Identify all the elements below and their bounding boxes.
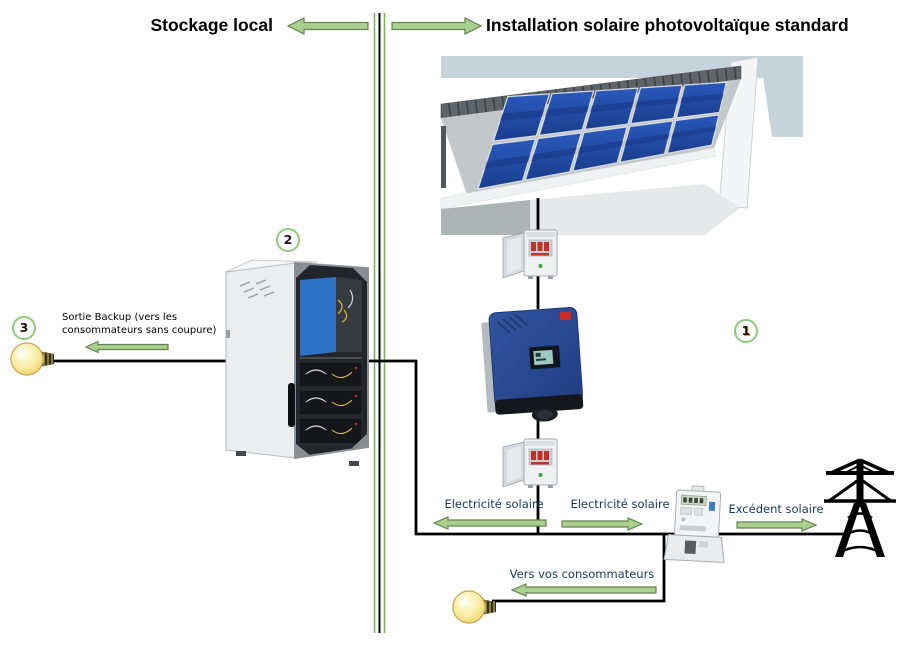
pv-panel [492,93,551,142]
section-title-installation: Installation solaire photovoltaïque stan… [486,15,849,35]
backup-arrow [84,340,169,354]
pv-panel [477,138,537,190]
pv-panel-shading [680,93,724,104]
pv-panel [524,132,583,181]
disconnect-switch-box-top [502,229,558,280]
pv-panel-array [477,81,728,190]
pv-panel [571,126,628,172]
solar-electricity-left-label: Electricité solaire [444,497,544,511]
power-grid-pylon [824,458,896,557]
title-arrow-right [391,17,483,35]
solar-right-arrow [561,517,644,531]
pv-panel [538,90,595,137]
backup-light-bulb [10,342,55,376]
solar-electricity-right-label: Electricité solaire [570,497,670,511]
solar-panel-roof [440,56,803,235]
wiring [48,198,846,603]
consumers-light-bulb [452,590,497,624]
badge-backup-output: 3 [12,316,36,340]
backup-output-label: Sortie Backup (vers les consommateurs sa… [62,312,217,336]
pv-panel [584,87,639,131]
pv-panel-shading [590,101,635,113]
surplus-arrow [736,518,818,532]
electricity-meter [663,485,725,564]
consumers-arrow [510,583,657,597]
battery-storage-cabinet [225,259,369,466]
pv-panel [619,120,674,164]
pv-panel-shading [624,133,670,147]
badge-installation: 1 [734,319,758,343]
pv-panel [675,81,728,119]
pv-panel-shading [577,140,624,154]
to-consumers-label: Vers vos consommateurs [509,567,655,581]
title-arrow-left [286,17,369,35]
section-title-storage: Stockage local [150,15,273,35]
pv-panel-shading [635,97,679,108]
flow-arrows [84,17,818,597]
disconnect-switch-box-bottom [502,438,558,489]
pv-panel [666,114,720,155]
pv-panel-shading [545,105,590,117]
solar-inverter [481,307,584,422]
solar-left-arrow [432,516,547,530]
pv-panel-shading [484,154,531,169]
pv-panel-shading [671,126,717,139]
pv-panel-shading [531,147,577,162]
solar-surplus-label: Excédent solaire [728,502,824,516]
pv-panel-shading [499,109,545,122]
pv-panel [629,84,683,125]
zone-divider [373,13,386,633]
badge-storage-cabinet: 2 [276,228,300,252]
